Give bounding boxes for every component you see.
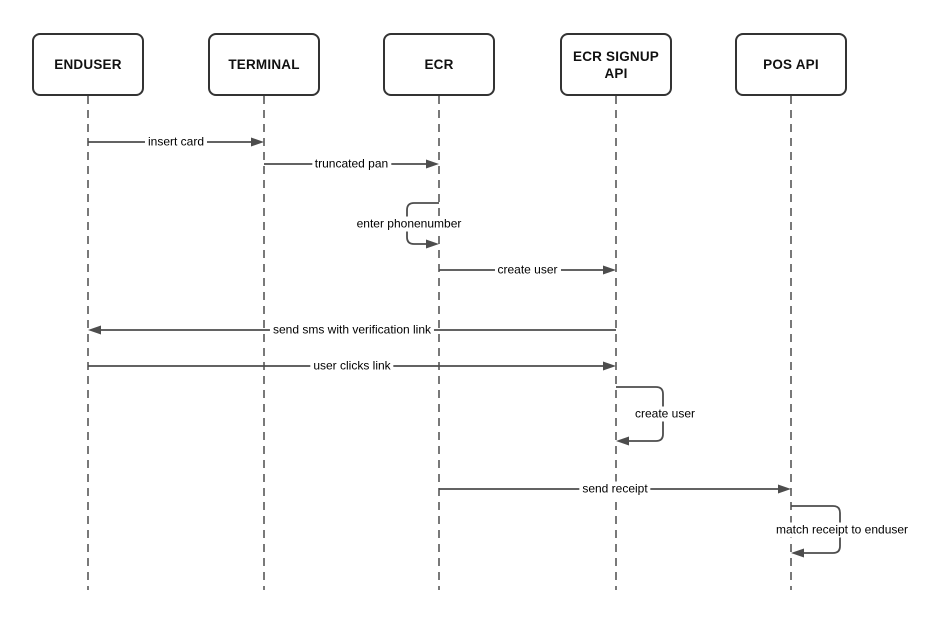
arrowhead-icon	[426, 159, 439, 169]
actor-label: ENDUSER	[54, 57, 122, 72]
message-label: create user	[631, 406, 699, 422]
arrowhead-icon	[791, 548, 804, 558]
actor-box-pos-api: POS API	[735, 33, 847, 96]
actor-box-ecr-signup-api: ECR SIGNUP API	[560, 33, 672, 96]
message-label: truncated pan	[311, 156, 392, 172]
message-label: enter phonenumber	[353, 216, 465, 231]
message-label: user clicks link	[310, 358, 394, 374]
actor-label: ECR	[424, 57, 454, 72]
message-label: insert card	[144, 134, 208, 150]
message-label: send receipt	[579, 481, 651, 497]
actor-label: ECR SIGNUP API	[572, 48, 659, 81]
arrowhead-icon	[426, 239, 439, 249]
arrowhead-icon	[616, 436, 629, 446]
arrowhead-icon	[603, 265, 616, 275]
message-label: send sms with verification link	[269, 322, 435, 338]
arrowhead-icon	[88, 325, 101, 335]
actor-box-terminal: TERMINAL	[208, 33, 320, 96]
arrowhead-icon	[251, 137, 264, 147]
message-label: match receipt to enduser	[772, 522, 912, 537]
actor-label: TERMINAL	[228, 57, 300, 72]
arrowhead-icon	[603, 361, 616, 371]
message-label: create user	[494, 262, 561, 278]
arrowhead-icon	[778, 484, 791, 494]
actor-box-ecr: ECR	[383, 33, 495, 96]
actor-label: POS API	[763, 57, 819, 72]
actor-box-enduser: ENDUSER	[32, 33, 144, 96]
